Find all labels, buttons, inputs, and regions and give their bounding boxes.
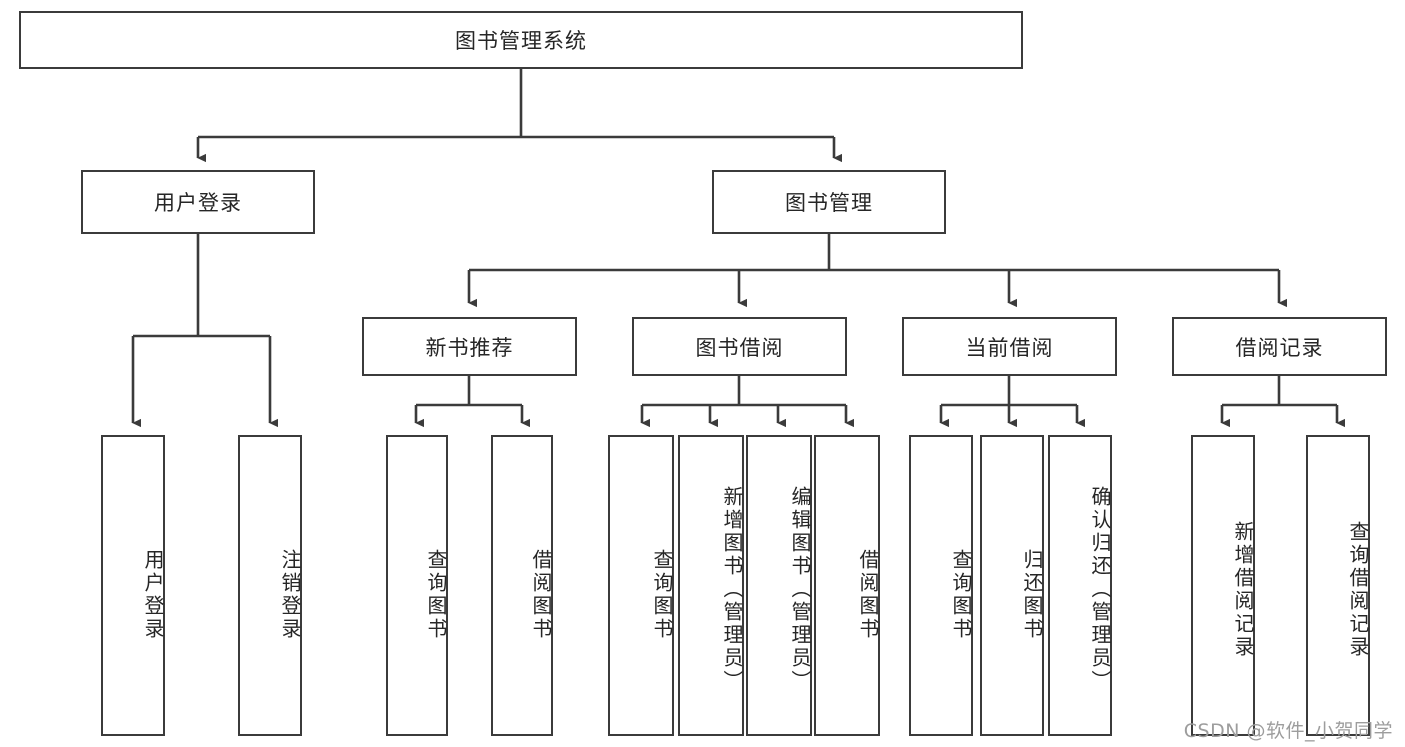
leaf-current-borrow-query-book[interactable]: 查询图书 (909, 435, 973, 736)
leaf-book-borrow-add-book-admin[interactable]: 新增图书（管理员） (678, 435, 744, 736)
node-current-borrow[interactable]: 当前借阅 (902, 317, 1117, 376)
leaf-new-book-query-book[interactable]: 查询图书 (386, 435, 448, 736)
csdn-watermark: CSDN @软件_小贺同学 (1183, 720, 1393, 742)
leaf-borrow-record-query-record[interactable]: 查询借阅记录 (1306, 435, 1370, 736)
leaf-new-book-borrow-book[interactable]: 借阅图书 (491, 435, 553, 736)
node-new-book-recommend[interactable]: 新书推荐 (362, 317, 577, 376)
node-borrow-record[interactable]: 借阅记录 (1172, 317, 1387, 376)
node-root-book-management-system[interactable]: 图书管理系统 (19, 11, 1023, 69)
leaf-borrow-record-add-record[interactable]: 新增借阅记录 (1191, 435, 1255, 736)
node-user-login[interactable]: 用户登录 (81, 170, 315, 234)
leaf-user-login-signout[interactable]: 注销登录 (238, 435, 302, 736)
leaf-current-borrow-confirm-return-admin[interactable]: 确认归还（管理员） (1048, 435, 1112, 736)
leaf-book-borrow-query-book[interactable]: 查询图书 (608, 435, 674, 736)
leaf-book-borrow-borrow-book[interactable]: 借阅图书 (814, 435, 880, 736)
leaf-current-borrow-return-book[interactable]: 归还图书 (980, 435, 1044, 736)
node-book-borrow[interactable]: 图书借阅 (632, 317, 847, 376)
node-book-management[interactable]: 图书管理 (712, 170, 946, 234)
leaf-user-login-signin[interactable]: 用户登录 (101, 435, 165, 736)
leaf-book-borrow-edit-book-admin[interactable]: 编辑图书（管理员） (746, 435, 812, 736)
